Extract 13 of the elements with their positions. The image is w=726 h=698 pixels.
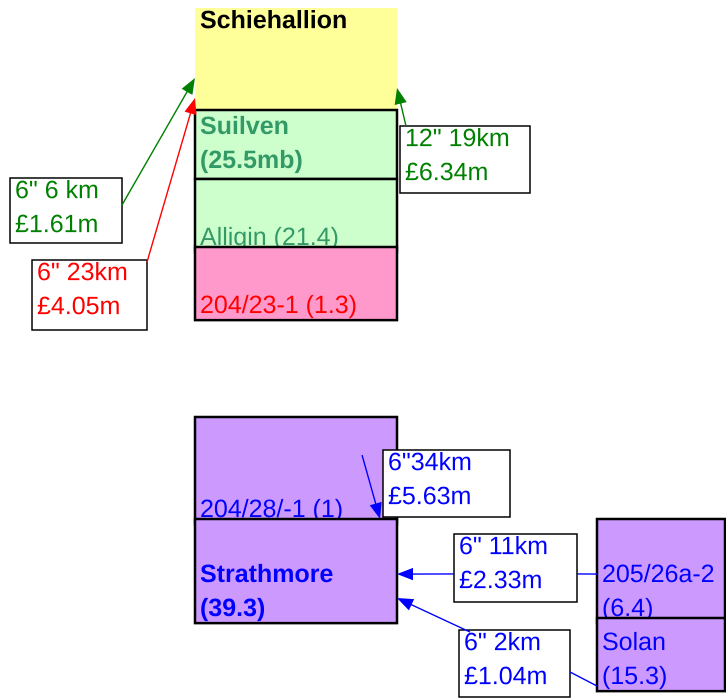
cost-label-box: 6" 11km £2.33m [453, 533, 578, 603]
field-box: Strathmore (39.3) [194, 518, 398, 624]
cost-label-box: 6"34km £5.63m [382, 449, 511, 518]
cost-label-box: 6" 23km £4.05m [31, 259, 148, 331]
cost-label-box: 6" 6 km £1.61m [9, 177, 123, 244]
cost-label-box: 12" 19km £6.34m [399, 125, 531, 194]
field-box: Solan (15.3) [596, 616, 726, 692]
connector-line [577, 573, 597, 575]
field-box: Schiehallion [195, 8, 397, 110]
connector-line [570, 671, 598, 687]
field-box: 204/23-1 (1.3) [194, 246, 398, 322]
cost-label-box: 6" 2km £1.04m [458, 629, 571, 698]
field-box: Suilven (25.5mb) [194, 108, 398, 180]
